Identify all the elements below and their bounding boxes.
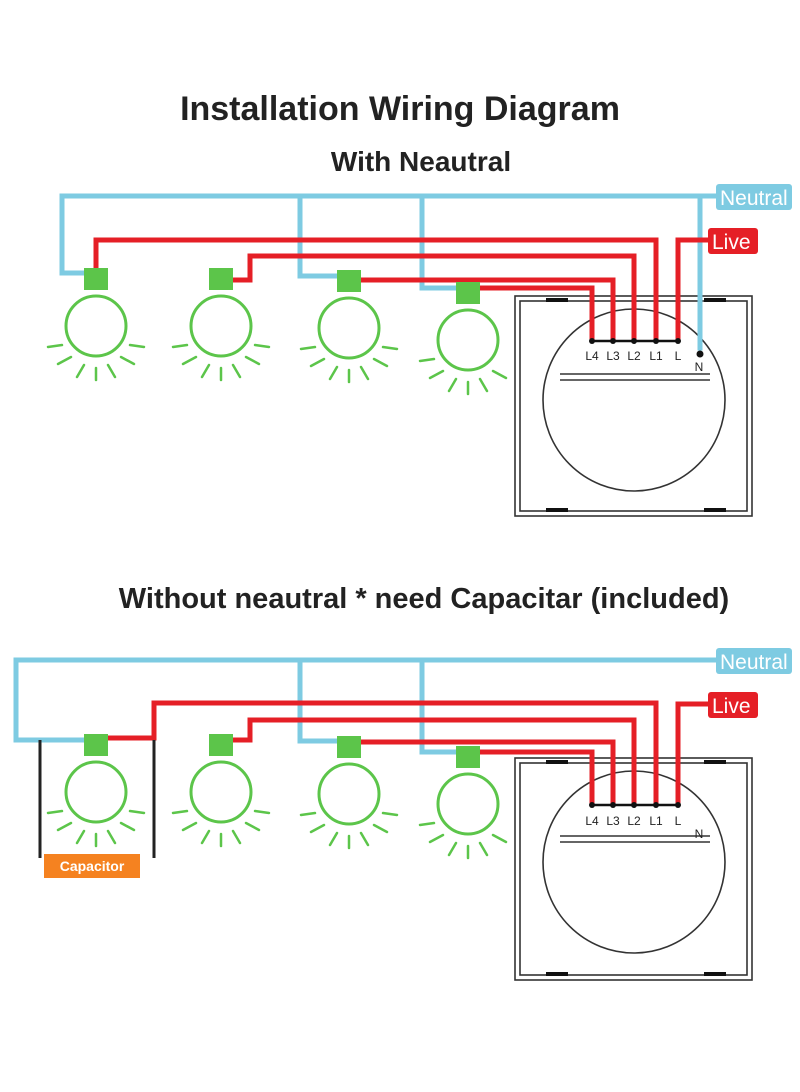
terminal-l: L bbox=[675, 349, 682, 363]
terminal-l2: L2 bbox=[627, 349, 641, 363]
terminal-l-2: L bbox=[675, 814, 682, 828]
live-wires bbox=[93, 237, 713, 343]
terminal-l1: L1 bbox=[649, 349, 663, 363]
terminal-l3: L3 bbox=[606, 349, 620, 363]
bulb-5-icon bbox=[46, 734, 146, 848]
bulb-4-icon bbox=[418, 282, 508, 396]
diagram-with-neutral: L4 L3 L2 L1 L N Neutral Live bbox=[46, 184, 792, 517]
bulb-7-icon bbox=[299, 736, 399, 850]
capacitor-icon bbox=[44, 854, 140, 878]
terminal-l3-2: L3 bbox=[606, 814, 620, 828]
live-tag: Live bbox=[708, 228, 758, 254]
live-label: Live bbox=[712, 231, 751, 254]
neutral-tag-2: Neutral bbox=[716, 648, 792, 674]
terminal-l4: L4 bbox=[585, 349, 599, 363]
live-tag-2: Live bbox=[708, 692, 758, 718]
bulb-8-icon bbox=[418, 746, 508, 860]
bulb-2-icon bbox=[171, 268, 271, 382]
terminal-l4-2: L4 bbox=[585, 814, 599, 828]
terminal-block-2: L4 L3 L2 L1 L N bbox=[585, 802, 703, 841]
capacitor-label: Capacitor bbox=[60, 858, 125, 874]
neutral-wires bbox=[59, 193, 719, 351]
bulb-1-icon bbox=[46, 268, 146, 382]
live-label-2: Live bbox=[712, 695, 751, 718]
terminal-block: L4 L3 L2 L1 L N bbox=[585, 338, 704, 374]
subtitle-with-neutral: With Neautral bbox=[330, 146, 512, 177]
subtitle-without-neutral: Without neautral * need Capacitar (inclu… bbox=[118, 583, 730, 615]
terminal-l1-2: L1 bbox=[649, 814, 663, 828]
terminal-n: N bbox=[695, 360, 704, 374]
terminal-l2-2: L2 bbox=[627, 814, 641, 828]
neutral-tag: Neutral bbox=[716, 184, 792, 210]
live-wires-2 bbox=[105, 700, 713, 807]
bulb-3-icon bbox=[299, 270, 399, 384]
page-title: Installation Wiring Diagram bbox=[180, 90, 620, 128]
neutral-label: Neutral bbox=[720, 187, 788, 210]
terminal-n-2: N bbox=[695, 827, 704, 841]
bulb-6-icon bbox=[171, 734, 271, 848]
neutral-wires-2 bbox=[13, 657, 719, 755]
diagram-without-neutral: Capacitor L4 L3 L2 L1 L N Neutral bbox=[13, 648, 792, 981]
neutral-label-2: Neutral bbox=[720, 651, 788, 674]
capacitor-circuit: Capacitor bbox=[38, 740, 156, 878]
